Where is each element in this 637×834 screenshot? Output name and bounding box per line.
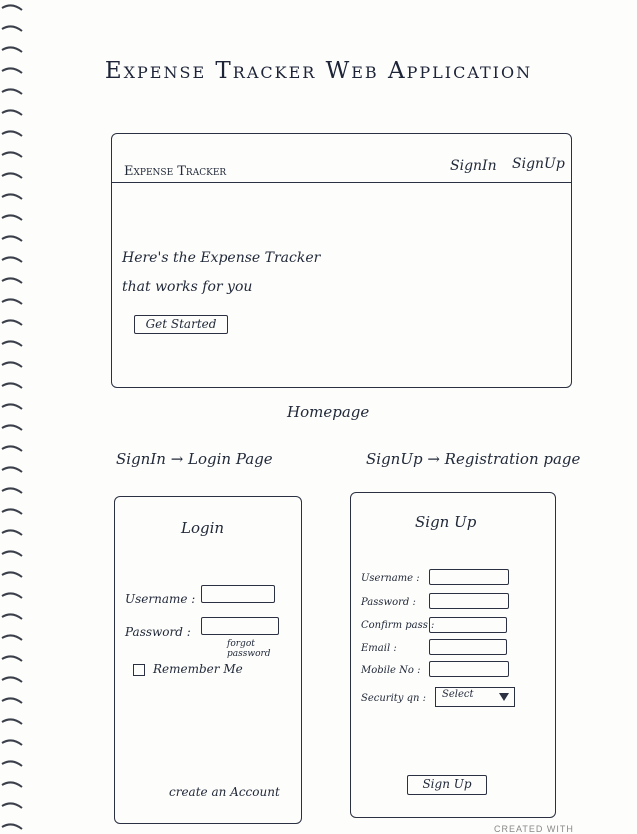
watermark: CREATED WITH bbox=[494, 824, 574, 834]
create-account-link[interactable]: create an Account bbox=[169, 785, 280, 799]
page-title: Expense Tracker Web Application bbox=[104, 58, 533, 84]
reg-username-input[interactable] bbox=[429, 569, 509, 585]
homepage-frame: Expense Tracker SignIn SignUp Here's the… bbox=[111, 133, 572, 388]
homepage-caption: Homepage bbox=[287, 403, 370, 421]
reg-mobile-label: Mobile No : bbox=[361, 665, 421, 676]
hero-line-1: Here's the Expense Tracker bbox=[122, 250, 321, 266]
remember-label: Remember Me bbox=[153, 662, 243, 676]
signin-link[interactable]: SignIn bbox=[450, 158, 497, 174]
signup-link[interactable]: SignUp bbox=[512, 156, 565, 172]
navbar: Expense Tracker SignIn SignUp bbox=[112, 152, 571, 183]
remember-checkbox[interactable] bbox=[133, 664, 145, 676]
reg-confirm-label: Confirm pass : bbox=[361, 620, 435, 631]
signin-flow-label: SignIn → Login Page bbox=[116, 450, 273, 468]
security-question-select[interactable]: Select bbox=[435, 687, 515, 707]
username-label: Username : bbox=[125, 592, 196, 606]
reg-password-input[interactable] bbox=[429, 593, 509, 609]
login-frame: Login Username : Password : forgot passw… bbox=[114, 496, 302, 824]
signup-flow-label: SignUp → Registration page bbox=[366, 450, 581, 468]
reg-password-label: Password : bbox=[361, 597, 416, 608]
reg-email-label: Email : bbox=[361, 643, 397, 654]
signup-submit-button[interactable]: Sign Up bbox=[407, 775, 487, 795]
register-frame: Sign Up Username : Password : Confirm pa… bbox=[350, 492, 556, 818]
hero-line-2: that works for you bbox=[122, 279, 253, 295]
get-started-button[interactable]: Get Started bbox=[134, 315, 228, 334]
username-input[interactable] bbox=[201, 585, 275, 603]
reg-confirm-input[interactable] bbox=[429, 617, 507, 633]
login-heading: Login bbox=[181, 519, 225, 537]
reg-email-input[interactable] bbox=[429, 639, 507, 655]
security-question-value: Select bbox=[442, 689, 474, 700]
forgot-password-link[interactable]: forgot password bbox=[227, 639, 271, 659]
security-question-label: Security qn : bbox=[361, 693, 427, 704]
dropdown-arrow-icon bbox=[499, 693, 509, 701]
register-heading: Sign Up bbox=[415, 513, 477, 531]
brand-logo: Expense Tracker bbox=[124, 164, 227, 179]
password-input[interactable] bbox=[201, 617, 279, 635]
notebook-spiral bbox=[1, 4, 23, 830]
password-label: Password : bbox=[125, 625, 191, 639]
reg-username-label: Username : bbox=[361, 573, 420, 584]
reg-mobile-input[interactable] bbox=[429, 661, 509, 677]
